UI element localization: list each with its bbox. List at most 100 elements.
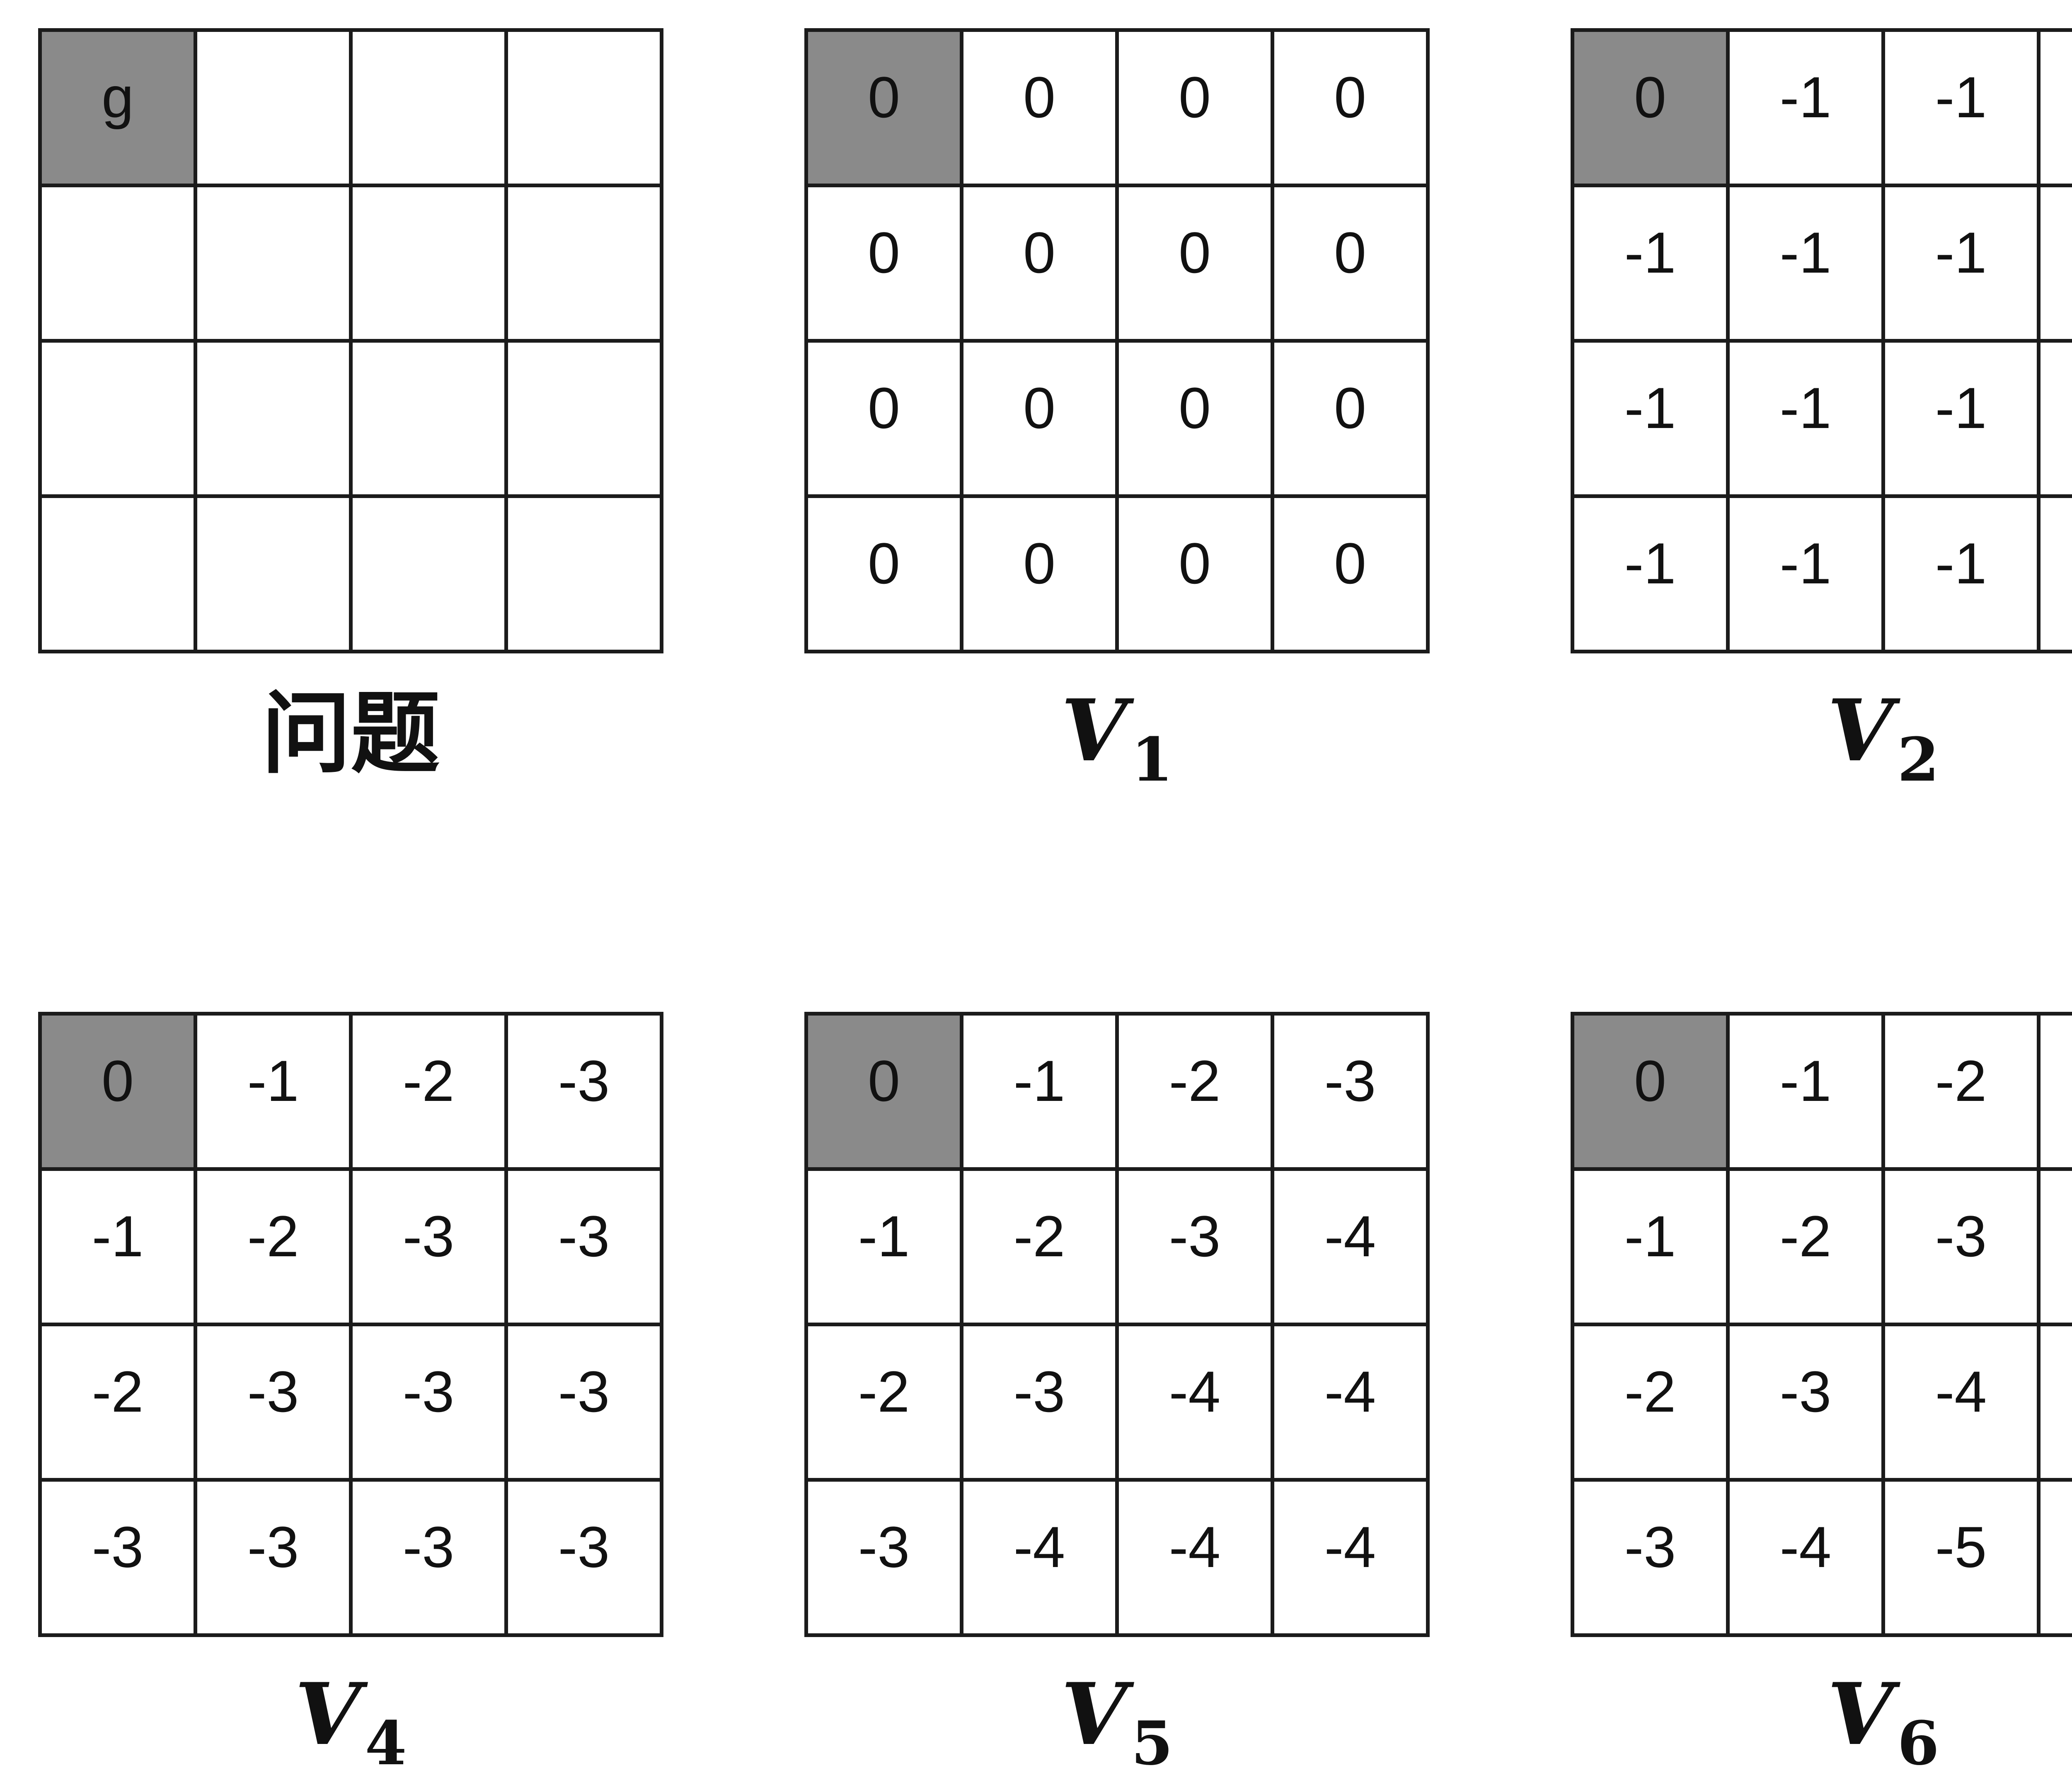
grid-row: 0-1-2-3 — [1573, 1014, 2072, 1169]
grid-cell: -3 — [806, 1480, 962, 1635]
goal-cell: 0 — [40, 1014, 196, 1169]
grid-row: -1-1-1-1 — [1573, 341, 2072, 496]
grid-cell: -2 — [196, 1169, 351, 1325]
grid-cell: -2 — [806, 1325, 962, 1480]
panel-v6: 0-1-2-3-1-2-3-4-2-3-4-5-3-4-5-5V6 — [1571, 1012, 2072, 1780]
grid-cell — [196, 341, 351, 496]
grid-cell: -3 — [351, 1480, 506, 1635]
grid-row: -1-2-3-3 — [40, 1169, 662, 1325]
grid-row: 0-1-2-3 — [806, 1014, 1428, 1169]
grid-cell — [506, 496, 662, 652]
grid-cell: -4 — [1117, 1325, 1273, 1480]
grid-cell: -1 — [1573, 496, 1728, 652]
grid-cell: -3 — [506, 1480, 662, 1635]
grid-row — [40, 496, 662, 652]
grid-cell: -4 — [1273, 1169, 1428, 1325]
grid-cell: -1 — [1728, 30, 1883, 186]
grid-cell: -1 — [962, 1014, 1117, 1169]
grid-row: -2-3-4-5 — [1573, 1325, 2072, 1480]
grid-v5: 0-1-2-3-1-2-3-4-2-3-4-4-3-4-4-4 — [804, 1012, 1430, 1637]
grid-cell: -1 — [1728, 341, 1883, 496]
grid-cell: 0 — [1273, 341, 1428, 496]
grid-cell: -3 — [506, 1169, 662, 1325]
grid-row: 0-1-1-1 — [1573, 30, 2072, 186]
grid-cell: 0 — [962, 30, 1117, 186]
grid-cell — [351, 30, 506, 186]
grid-cell: -3 — [1883, 1169, 2039, 1325]
caption-v-base: V — [1061, 1672, 1127, 1757]
goal-cell: 0 — [806, 30, 962, 186]
grid-v2: 0-1-1-1-1-1-1-1-1-1-1-1-1-1-1-1 — [1571, 28, 2072, 653]
grid-cell — [40, 341, 196, 496]
grid-cell: -4 — [1883, 1325, 2039, 1480]
grid-cell: -5 — [2039, 1325, 2072, 1480]
caption-v-base: V — [1828, 689, 1893, 774]
grid-row: -1-1-1-1 — [1573, 186, 2072, 341]
grid-row: 0-1-2-3 — [40, 1014, 662, 1169]
grid-cell: -3 — [1273, 1014, 1428, 1169]
grid-cell: -4 — [1273, 1325, 1428, 1480]
panel-v2: 0-1-1-1-1-1-1-1-1-1-1-1-1-1-1-1V2 — [1571, 28, 2072, 796]
grid-cell: -2 — [1117, 1014, 1273, 1169]
grid-cell: 0 — [1117, 341, 1273, 496]
grid-cell: 0 — [806, 341, 962, 496]
caption-v-base: V — [295, 1672, 361, 1757]
grid-cell: 0 — [1273, 30, 1428, 186]
grid-cell: -1 — [1728, 186, 1883, 341]
grid-cell: -1 — [1883, 186, 2039, 341]
grid-cell — [351, 496, 506, 652]
caption-v-subscript: 6 — [1898, 1714, 1939, 1774]
grid-cell: -2 — [1883, 1014, 2039, 1169]
grid-cell — [506, 30, 662, 186]
grid-cell: -1 — [1573, 341, 1728, 496]
grid-row: -1-1-1-1 — [1573, 496, 2072, 652]
grid-cell: -3 — [1117, 1169, 1273, 1325]
grid-cell — [351, 341, 506, 496]
grid-row — [40, 186, 662, 341]
grid-cell: -3 — [196, 1480, 351, 1635]
grid-cell: -2 — [1573, 1325, 1728, 1480]
grid-cell: -1 — [2039, 496, 2072, 652]
grid-cell: -1 — [1728, 1014, 1883, 1169]
grid-cell: 0 — [962, 341, 1117, 496]
grid-cell: -4 — [962, 1480, 1117, 1635]
grid-cell — [196, 496, 351, 652]
grid-row — [40, 341, 662, 496]
caption-text: 问题 — [262, 689, 440, 778]
grid-cell: 0 — [962, 186, 1117, 341]
grid-cell: -3 — [506, 1014, 662, 1169]
goal-cell: 0 — [1573, 1014, 1728, 1169]
grid-cell: -1 — [1883, 496, 2039, 652]
grid-v4: 0-1-2-3-1-2-3-3-2-3-3-3-3-3-3-3 — [38, 1012, 663, 1637]
grid-cell: -1 — [1573, 1169, 1728, 1325]
grid-cell: -4 — [1728, 1480, 1883, 1635]
grid-cell: -1 — [2039, 186, 2072, 341]
grid-cell: 0 — [1273, 496, 1428, 652]
grid-cell: -1 — [1883, 341, 2039, 496]
grid-cell: 0 — [806, 186, 962, 341]
grid-row: -2-3-3-3 — [40, 1325, 662, 1480]
grid-cell: 0 — [1117, 30, 1273, 186]
grid-cell: -2 — [1728, 1169, 1883, 1325]
grid-cell: -1 — [1883, 30, 2039, 186]
grid-cell: -3 — [40, 1480, 196, 1635]
grid-cell: -2 — [40, 1325, 196, 1480]
grid-cell: 0 — [962, 496, 1117, 652]
grid-cell: -1 — [2039, 341, 2072, 496]
grid-cell: -3 — [351, 1325, 506, 1480]
caption-v-subscript: 2 — [1898, 730, 1939, 790]
grid-cell: -3 — [1728, 1325, 1883, 1480]
grid-cell: -1 — [806, 1169, 962, 1325]
goal-cell: 0 — [806, 1014, 962, 1169]
